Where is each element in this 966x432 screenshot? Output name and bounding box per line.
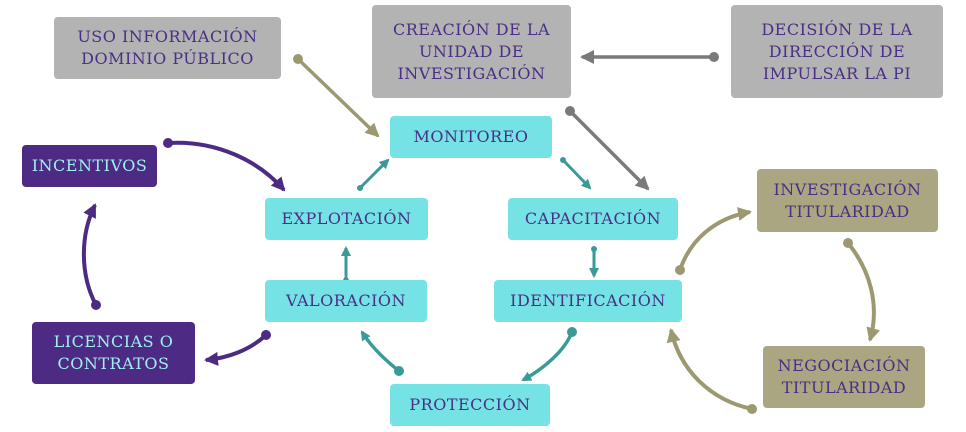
node-identificacion: IDENTIFICACIÓN (494, 280, 682, 322)
node-capacitacion-label: CAPACITACIÓN (524, 209, 662, 228)
arrow-identificacion-to-proteccion (521, 327, 577, 382)
node-uso-informacion: USO INFORMACIÓN DOMINIO PÚBLICO (54, 17, 281, 79)
node-explotacion: EXPLOTACIÓN (265, 198, 428, 240)
arrow-proteccion-to-valoracion (360, 330, 404, 376)
node-explotacion-label: EXPLOTACIÓN (281, 209, 412, 228)
arrow-explotacion-to-monitoreo (357, 158, 390, 191)
arrow-uso-to-monitoreo (293, 54, 380, 138)
node-investigacion-titularidad: INVESTIGACIÓN TITULARIDAD (757, 169, 938, 232)
arrow-valoracion-to-licencias (204, 330, 271, 366)
node-valoracion-label: VALORACIÓN (285, 291, 407, 310)
node-creacion-unidad: CREACIÓN DE LA UNIDAD DE INVESTIGACIÓN (372, 5, 571, 98)
node-licencias-contratos: LICENCIAS O CONTRATOS (32, 322, 195, 384)
arrow-creacion-to-capacitacion (565, 106, 650, 191)
node-monitoreo-label: MONITOREO (413, 127, 529, 146)
arrow-negociacion-to-identificacion (666, 328, 757, 414)
arrow-investigacion-to-negociacion (843, 238, 881, 342)
arrow-licencias-to-incentivos (81, 203, 101, 310)
node-decision-direccion-label: DECISIÓN DE LA DIRECCIÓN DE IMPULSAR LA … (761, 19, 913, 83)
arrow-identificacion-to-investigacion (675, 207, 752, 275)
node-proteccion-label: PROTECCIÓN (409, 395, 531, 414)
node-incentivos: INCENTIVOS (22, 145, 157, 187)
node-capacitacion: CAPACITACIÓN (508, 198, 678, 240)
node-monitoreo: MONITOREO (390, 116, 552, 158)
arrow-capacitacion-to-identificacion (589, 246, 599, 278)
node-uso-informacion-label: USO INFORMACIÓN DOMINIO PÚBLICO (77, 27, 258, 68)
node-proteccion: PROTECCIÓN (390, 384, 550, 426)
node-investigacion-titularidad-label: INVESTIGACIÓN TITULARIDAD (773, 179, 922, 221)
node-negociacion-titularidad: NEGOCIACIÓN TITULARIDAD (763, 346, 925, 408)
arrow-decision-to-creacion (580, 50, 719, 64)
node-valoracion: VALORACIÓN (265, 280, 427, 322)
node-decision-direccion: DECISIÓN DE LA DIRECCIÓN DE IMPULSAR LA … (731, 5, 943, 98)
node-creacion-unidad-label: CREACIÓN DE LA UNIDAD DE INVESTIGACIÓN (392, 19, 551, 83)
node-identificacion-label: IDENTIFICACIÓN (510, 291, 666, 310)
arrow-monitoreo-to-capacitacion (560, 157, 592, 190)
node-incentivos-label: INCENTIVOS (31, 156, 148, 175)
node-negociacion-titularidad-label: NEGOCIACIÓN TITULARIDAD (777, 356, 911, 397)
node-licencias-contratos-label: LICENCIAS O CONTRATOS (53, 332, 174, 373)
arrow-incentivos-to-explotacion (163, 138, 286, 192)
